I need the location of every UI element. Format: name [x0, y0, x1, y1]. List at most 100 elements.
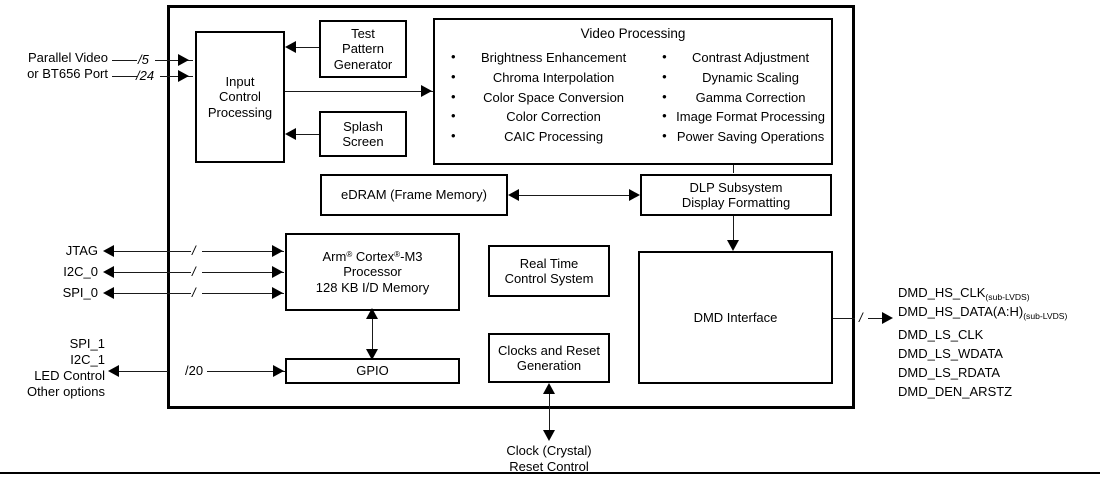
block-rtcs-line1: Real Time: [519, 255, 579, 271]
block-dlp-subsystem-line1: DLP Subsystem: [689, 179, 783, 195]
wire-jtag: [113, 251, 191, 252]
video-feature-item: Contrast Adjustment: [660, 47, 825, 68]
signal-label-dmd-ls-clk: DMD_LS_CLK: [898, 327, 984, 342]
wire-tpg-to-input: [287, 47, 319, 48]
wire-i2c-0-b: [202, 272, 284, 273]
port-label-clock-crystal: Clock (Crystal) Reset Control: [469, 443, 629, 475]
chip-package-boundary: [167, 5, 855, 409]
port-label-clock-line2: Reset Control: [509, 458, 589, 474]
video-feature-item: Gamma Correction: [660, 87, 825, 108]
block-arm-line3: 128 KB I/D Memory: [315, 279, 430, 295]
block-clocks-line2: Generation: [516, 358, 582, 373]
arrowhead-gpio-to-arm: [366, 308, 378, 319]
wire-input-to-video-processing: [285, 91, 433, 92]
signal-label-dmd-hs-clk: DMD_HS_CLK(sub-LVDS): [898, 285, 1030, 302]
arrowhead-spi-0-out: [103, 287, 114, 299]
arrowhead-arm-to-gpio: [366, 349, 378, 360]
block-input-control-line1: Input: [225, 74, 255, 89]
video-processing-feature-columns: Brightness Enhancement Chroma Interpolat…: [449, 47, 825, 147]
wire-dmd-out-b: [868, 318, 888, 319]
port-label-parallel-video-line2: or BT656 Port: [27, 65, 108, 81]
video-feature-item: Chroma Interpolation: [449, 67, 642, 88]
wire-video-processing-to-dlp: [733, 165, 734, 173]
arrowhead-gpio-out: [108, 365, 119, 377]
video-feature-item: Image Format Processing: [660, 106, 825, 127]
wire-jtag-b: [202, 251, 284, 252]
video-feature-item: Color Space Conversion: [449, 87, 642, 108]
block-splash-screen[interactable]: Splash Screen: [319, 111, 407, 157]
block-real-time-control-system[interactable]: Real Time Control System: [488, 245, 610, 297]
signal-label-dmd-ls-wdata: DMD_LS_WDATA: [898, 346, 1003, 361]
arrowhead-clock-down: [543, 430, 555, 441]
wire-splash-to-input: [287, 134, 319, 135]
port-label-spi-0: SPI_0: [62, 285, 98, 300]
block-dlp-subsystem[interactable]: DLP Subsystem Display Formatting: [640, 174, 832, 216]
wire-video-in-2b: [160, 76, 193, 77]
block-splash-line2: Screen: [342, 134, 384, 149]
signal-label-dmd-hs-data: DMD_HS_DATA(A:H)(sub-LVDS): [898, 304, 1068, 321]
port-label-i2c-0: I2C_0: [63, 264, 98, 279]
bus-width-label-jtag: /: [192, 243, 196, 258]
block-test-pattern-line3: Generator: [333, 56, 393, 72]
video-feature-item: Dynamic Scaling: [660, 67, 825, 88]
block-test-pattern-generator[interactable]: Test Pattern Generator: [319, 20, 407, 78]
video-processing-list-left: Brightness Enhancement Chroma Interpolat…: [449, 47, 642, 147]
block-rtcs-line2: Control System: [504, 271, 594, 286]
wire-i2c-0: [113, 272, 191, 273]
wire-gpio-ports: [118, 371, 168, 372]
port-label-parallel-video: Parallel Video or BT656 Port: [8, 50, 108, 82]
arrowhead-jtag-out: [103, 245, 114, 257]
arrowhead-video-in-1: [178, 54, 189, 66]
arrowhead-i2c-0-in: [272, 266, 283, 278]
arrowhead-edram-to-dlp: [629, 189, 640, 201]
arrowhead-dlp-to-edram: [508, 189, 519, 201]
signal-label-dmd-ls-rdata: DMD_LS_RDATA: [898, 365, 1001, 380]
arrowhead-input-to-video-processing: [421, 85, 432, 97]
wire-video-in-1a: [112, 60, 137, 61]
block-edram-frame-memory[interactable]: eDRAM (Frame Memory): [320, 174, 508, 216]
block-arm-cortex-m3[interactable]: Arm® Cortex®-M3 Processor 128 KB I/D Mem…: [285, 233, 460, 311]
block-test-pattern-line2: Pattern: [342, 41, 384, 57]
arrowhead-dmd-out: [882, 312, 893, 324]
signal-subscript-sub-lvds: (sub-LVDS): [1023, 310, 1068, 321]
bus-width-label-i2c-0: /: [192, 264, 196, 279]
wire-gpio-ports-b: [207, 371, 285, 372]
block-clocks-line1: Clocks and Reset: [498, 342, 600, 358]
video-processing-list-right: Contrast Adjustment Dynamic Scaling Gamm…: [660, 47, 825, 147]
block-input-control-line3: Processing: [207, 104, 273, 120]
port-label-spi-1: SPI_1: [69, 336, 105, 351]
block-test-pattern-line1: Test: [351, 26, 375, 41]
video-feature-item: Brightness Enhancement: [449, 47, 642, 68]
block-dmd-interface-label: DMD Interface: [693, 309, 778, 325]
port-label-parallel-video-line1: Parallel Video: [28, 50, 108, 65]
arrowhead-clock-up: [543, 383, 555, 394]
block-video-processing[interactable]: Video Processing Brightness Enhancement …: [433, 18, 833, 165]
block-arm-line1: Arm® Cortex®-M3: [322, 249, 423, 264]
arrowhead-gpio-in: [273, 365, 284, 377]
block-dmd-interface[interactable]: DMD Interface: [638, 251, 833, 384]
port-label-i2c-1: I2C_1: [70, 351, 105, 367]
bus-width-label-5: /5: [138, 52, 149, 67]
signal-label-dmd-den-arstz: DMD_DEN_ARSTZ: [898, 384, 1013, 399]
arrowhead-i2c-0-out: [103, 266, 114, 278]
video-feature-item: CAIC Processing: [449, 126, 642, 147]
block-clocks-reset-generation[interactable]: Clocks and Reset Generation: [488, 333, 610, 383]
bus-width-label-dmd: /: [859, 310, 863, 325]
arrowhead-splash-to-input: [285, 128, 296, 140]
signal-subscript-sub-lvds: (sub-LVDS): [985, 291, 1030, 302]
block-edram-label: eDRAM (Frame Memory): [341, 187, 487, 203]
port-label-led-control: LED Control: [34, 367, 105, 383]
wire-video-in-2a: [112, 76, 137, 77]
arrowhead-tpg-to-input: [285, 41, 296, 53]
bus-width-label-20: /20: [185, 363, 204, 378]
block-splash-line1: Splash: [343, 118, 383, 134]
block-input-control-processing[interactable]: Input Control Processing: [195, 31, 285, 163]
signal-name-dmd-hs-data: DMD_HS_DATA(A:H): [898, 304, 1024, 319]
wire-dmd-out-a: [833, 318, 855, 319]
video-feature-item: Color Correction: [449, 106, 642, 127]
block-input-control-line2: Control: [219, 89, 261, 105]
block-gpio-label: GPIO: [356, 363, 389, 379]
wire-spi-0: [113, 293, 191, 294]
block-gpio[interactable]: GPIO: [285, 358, 460, 384]
